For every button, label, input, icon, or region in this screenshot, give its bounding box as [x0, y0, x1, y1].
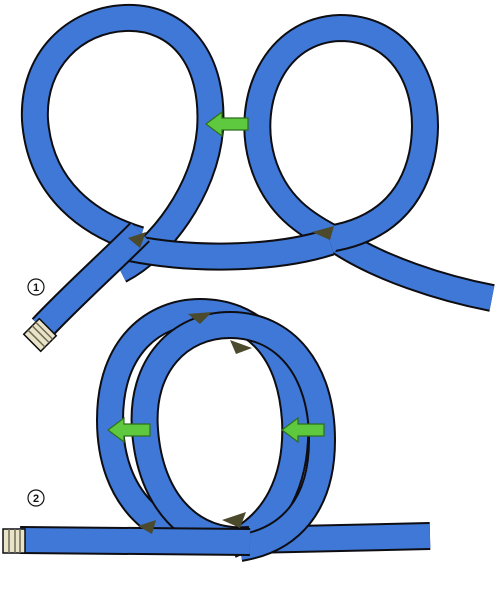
step-2-number: 2: [28, 490, 44, 506]
rope-2-end-cap: [3, 529, 25, 553]
step-1-number: 1: [28, 279, 44, 295]
step-1-figure: 1: [24, 18, 492, 351]
svg-text:2: 2: [33, 493, 39, 505]
step-2-figure: 2: [3, 312, 430, 553]
svg-text:1: 1: [33, 282, 39, 294]
